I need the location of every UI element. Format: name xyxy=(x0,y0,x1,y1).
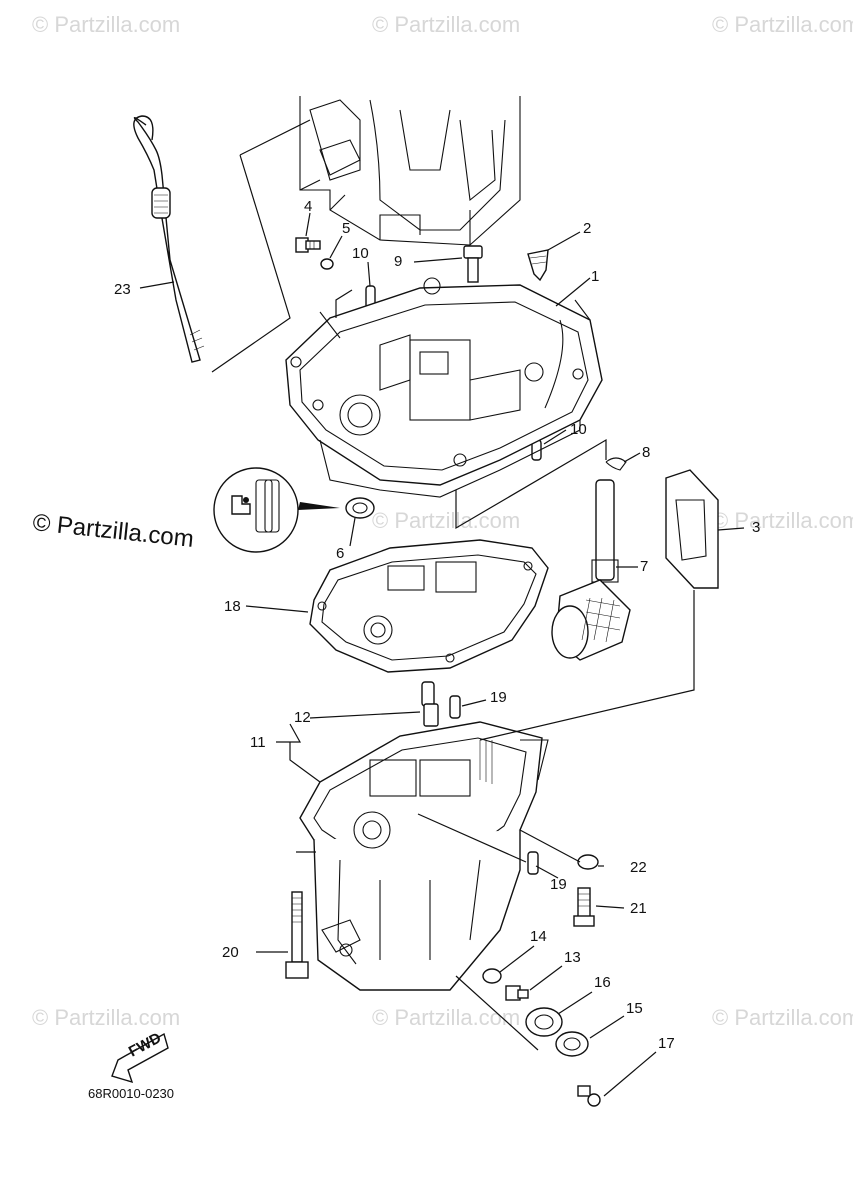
callout-20: 20 xyxy=(222,944,239,961)
watermark: © Partzilla.com xyxy=(372,508,520,533)
dowel-pin-part xyxy=(449,695,461,719)
dowel-pin-part xyxy=(527,851,539,875)
callout-10: 10 xyxy=(352,245,369,262)
nipple-part xyxy=(463,245,483,283)
watermark: © Partzilla.com xyxy=(372,12,520,37)
upper-casing-part xyxy=(285,277,603,498)
callout-23: 23 xyxy=(114,281,131,298)
clip-part xyxy=(605,457,627,471)
callout-5: 5 xyxy=(342,220,350,237)
callout-17: 17 xyxy=(658,1035,675,1052)
oil-strainer-part xyxy=(551,479,631,661)
washer-part xyxy=(577,854,599,870)
callout-9: 9 xyxy=(394,253,402,270)
drain-bolt-part xyxy=(505,985,529,1001)
callout-4: 4 xyxy=(304,198,312,215)
callout-13: 13 xyxy=(564,949,581,966)
bolt-part xyxy=(295,237,321,253)
callout-19: 19 xyxy=(550,876,567,893)
callout-8: 8 xyxy=(642,444,650,461)
washer-part xyxy=(320,258,334,270)
cover-gasket-part xyxy=(525,1007,563,1037)
watermark: © Partzilla.com xyxy=(32,12,180,37)
engine-block-outline xyxy=(299,96,521,246)
forward-direction-badge: FWD xyxy=(111,1029,169,1084)
callout-12: 12 xyxy=(294,709,311,726)
bolt-part xyxy=(573,887,595,927)
oil-seal-inner xyxy=(352,502,368,514)
callout-2: 2 xyxy=(583,220,591,237)
watermark: © Partzilla.com xyxy=(32,1005,180,1030)
elbow-fitting-part xyxy=(421,681,439,727)
dipstick-part xyxy=(133,115,205,363)
watermark: © Partzilla.com xyxy=(712,1005,853,1030)
callout-1: 1 xyxy=(591,268,599,285)
drain-cap-part xyxy=(555,1031,589,1057)
long-bolt-part xyxy=(285,891,309,979)
oil-seal-part xyxy=(345,497,375,519)
leader-lines xyxy=(139,212,745,1097)
watermark: © Partzilla.com xyxy=(712,12,853,37)
callout-3: 3 xyxy=(752,519,760,536)
oil-pan-part xyxy=(299,721,549,991)
seal-detail-callout xyxy=(213,467,340,553)
callout-19: 19 xyxy=(490,689,507,706)
watermark: © Partzilla.com xyxy=(372,1005,520,1030)
check-valve-part xyxy=(527,249,549,282)
callout-22: 22 xyxy=(630,859,647,876)
callout-7: 7 xyxy=(640,558,648,575)
diagram-code: 68R0010-0230 xyxy=(88,1086,174,1101)
callout-10: 10 xyxy=(570,421,587,438)
gasket-ring-part xyxy=(482,968,502,984)
watermark-large: © Partzilla.com xyxy=(31,509,195,553)
callout-21: 21 xyxy=(630,900,647,917)
screw-part xyxy=(577,1085,601,1107)
callout-11: 11 xyxy=(250,734,266,751)
callout-16: 16 xyxy=(594,974,611,991)
gasket-part xyxy=(309,539,549,673)
callout-15: 15 xyxy=(626,1000,643,1017)
callout-18: 18 xyxy=(224,598,241,615)
callout-14: 14 xyxy=(530,928,547,945)
leader-line xyxy=(211,119,311,373)
baffle-plate-part xyxy=(665,469,719,589)
callout-6: 6 xyxy=(336,545,344,562)
callout-labels: 1 2 3 4 5 6 7 8 9 10 10 11 12 13 14 15 1… xyxy=(114,198,760,1052)
